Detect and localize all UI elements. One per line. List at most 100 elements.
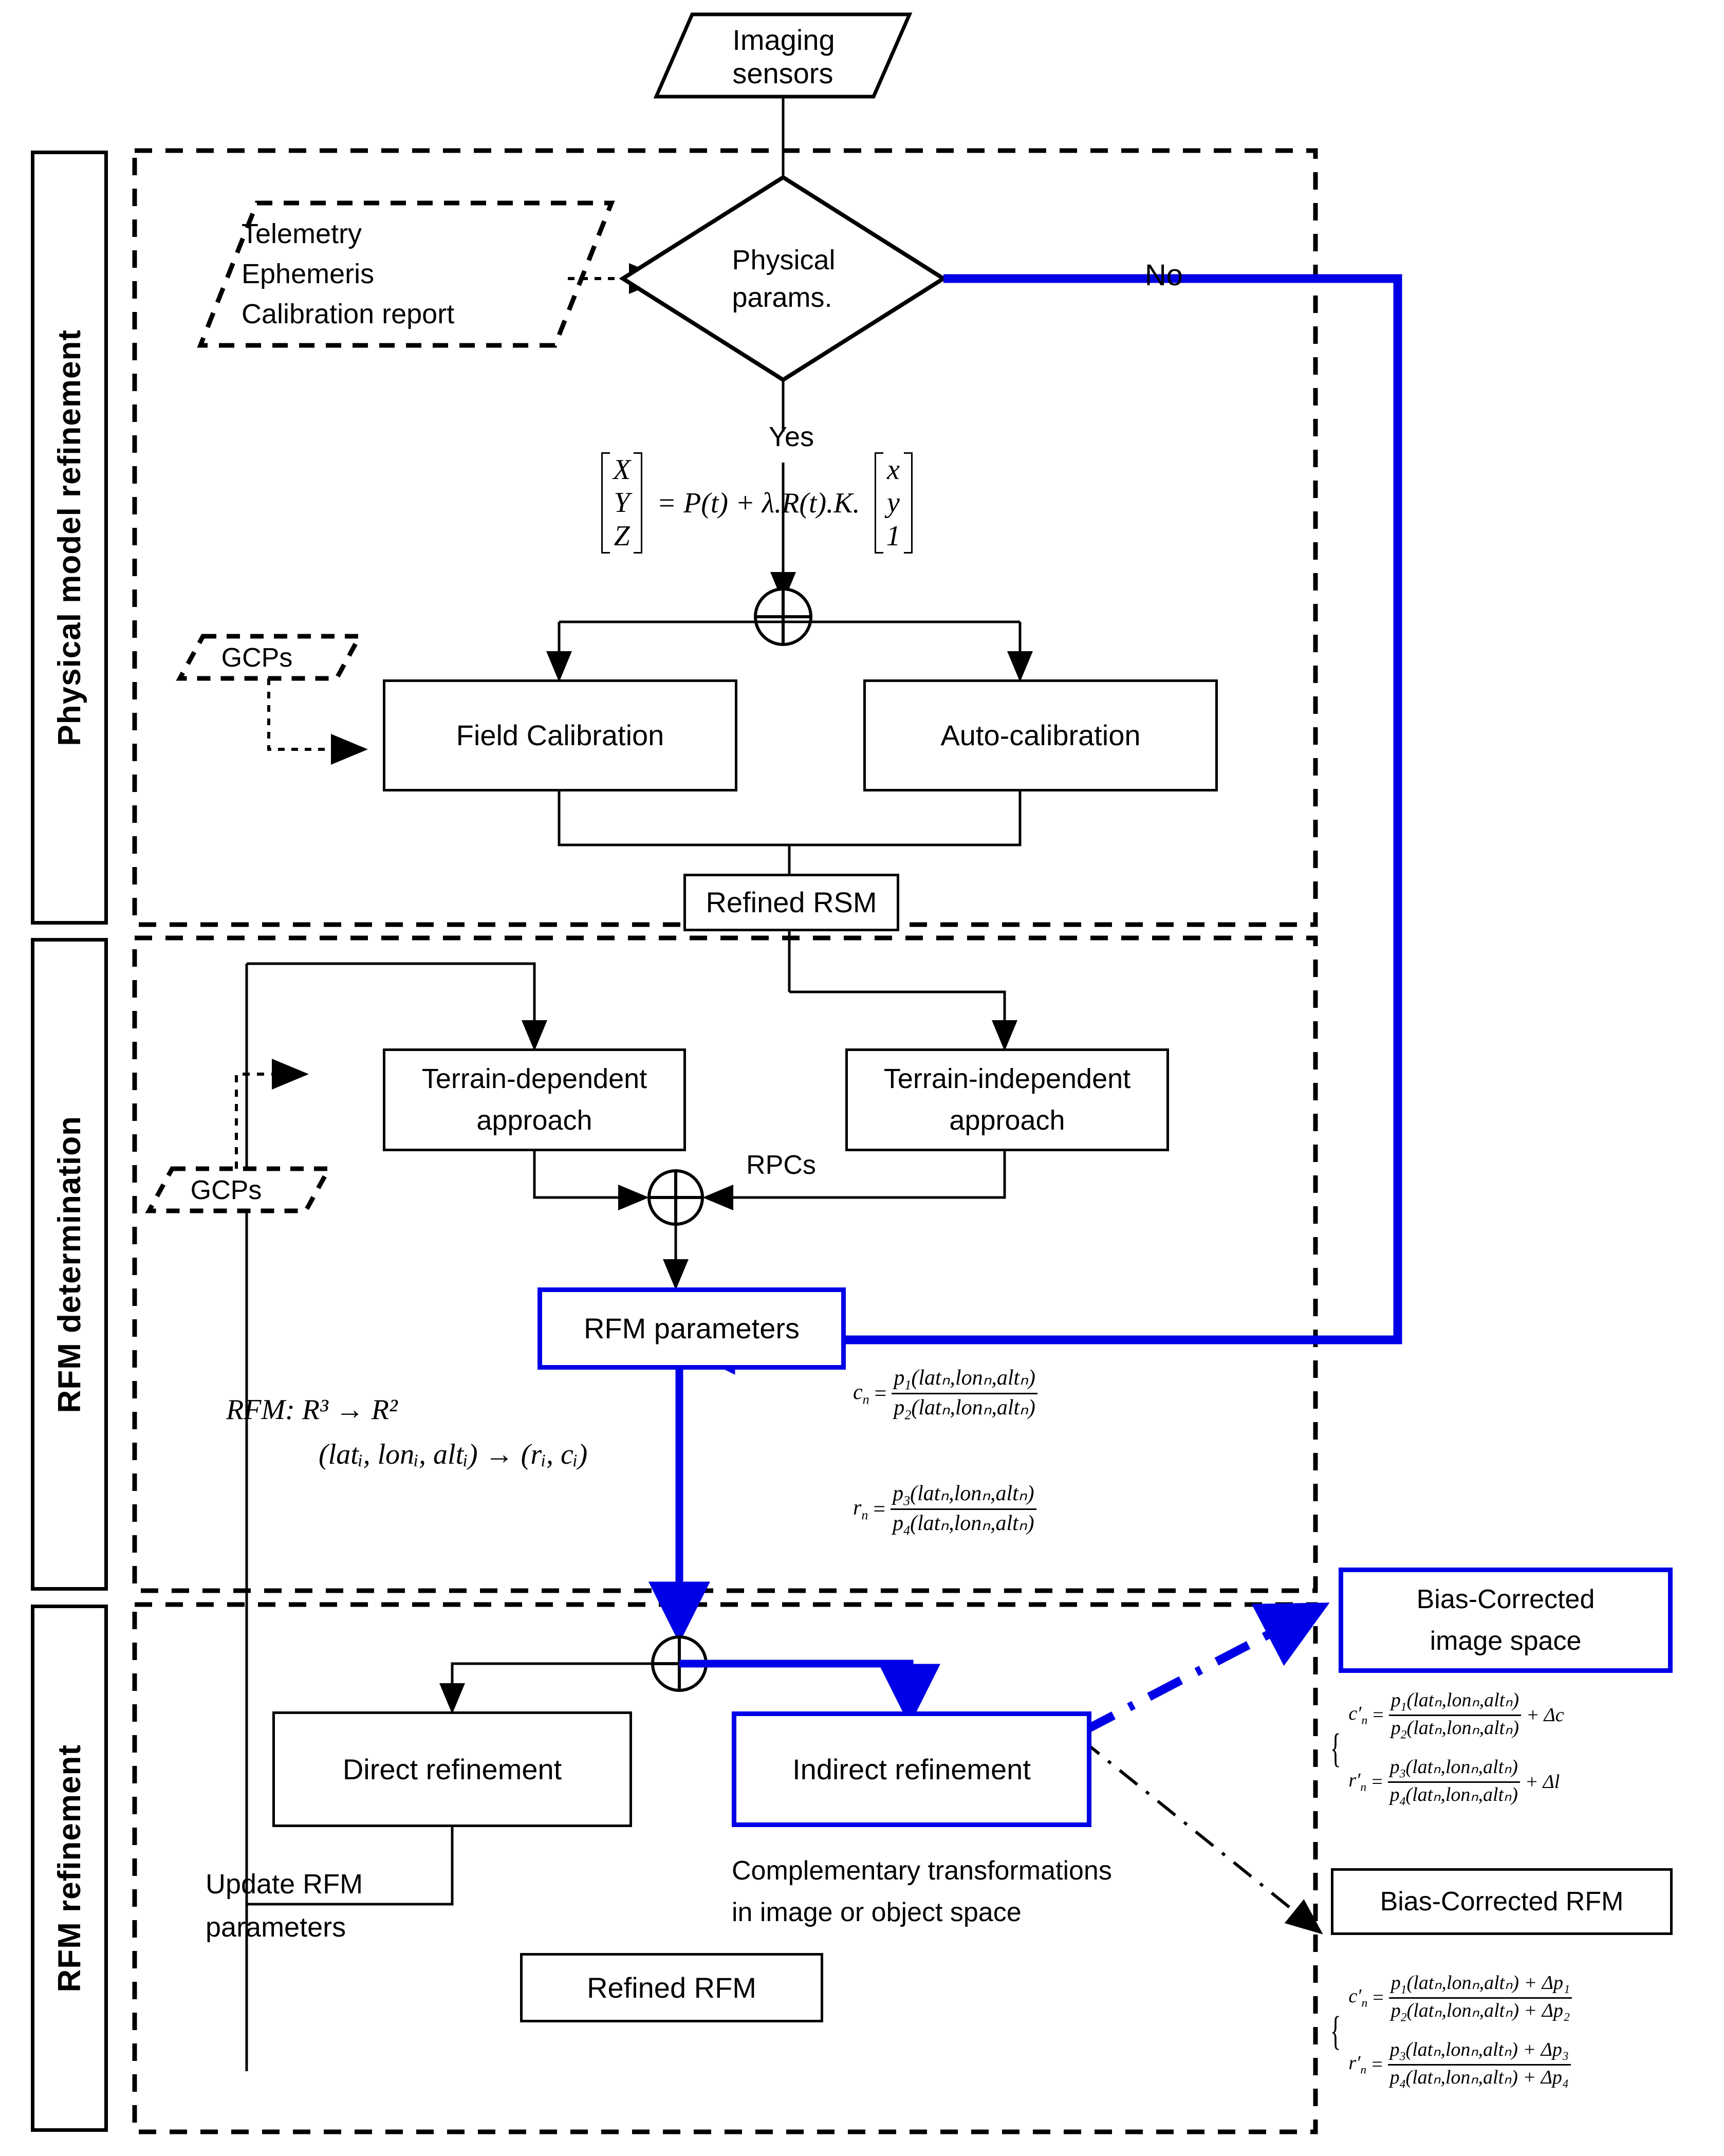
bcr-cn-den-args: (latₙ,lonₙ,altₙ) — [1406, 1999, 1519, 2021]
equation-cn: cn = p1(latₙ,lonₙ,altₙ) p2(latₙ,lonₙ,alt… — [853, 1365, 1037, 1423]
bcis-cn-num-args: (latₙ,lonₙ,altₙ) — [1406, 1689, 1519, 1711]
equation-system-bias-rfm: { c′n = p1(latₙ,lonₙ,altₙ) + Δp₁ p2(latₙ… — [1326, 1971, 1572, 2091]
bcr-rn-sub: n — [1360, 2063, 1367, 2077]
section-label-text: RFM refinement — [51, 1744, 87, 1993]
black-dashdot-to-bias-rfm — [1081, 1738, 1323, 1934]
bcr-cn-sub: n — [1361, 1996, 1368, 2010]
section-frame-refinement — [132, 1602, 1318, 2134]
left-brace: { — [1330, 1725, 1341, 1771]
rn-den-idx: 4 — [903, 1523, 911, 1538]
cn-den-idx: 2 — [904, 1407, 912, 1423]
label-complementary-transformations: Complementary transformations in image o… — [732, 1856, 1112, 1927]
cn-den-args: (latₙ,lonₙ,altₙ) — [911, 1396, 1035, 1420]
cn-num-args: (latₙ,lonₙ,altₙ) — [911, 1366, 1035, 1390]
bcis-cn-den-idx: 2 — [1400, 1728, 1407, 1742]
bcr-rn-den-idx: 4 — [1399, 2077, 1406, 2091]
bcis-rn-num-idx: 3 — [1399, 1767, 1406, 1781]
box-direct-refinement[interactable]: Direct refinement — [272, 1711, 632, 1827]
bcr-rn-num-tail: + Δp₃ — [1523, 2039, 1569, 2061]
box-field-calibration[interactable]: Field Calibration — [383, 679, 737, 791]
cn-lhs-sub: n — [862, 1392, 869, 1407]
box-terrain-dependent[interactable]: Terrain-dependent approach — [383, 1048, 686, 1151]
rn-num-p: p — [893, 1482, 904, 1505]
telemetry-shape — [197, 200, 615, 348]
bcr-rn-num-args: (latₙ,lonₙ,altₙ) — [1405, 2039, 1518, 2061]
vec-one: 1 — [886, 520, 901, 552]
gcps-top-shape — [176, 634, 364, 681]
rn-den-p: p — [893, 1512, 904, 1536]
edge-label-yes: Yes — [768, 421, 814, 452]
rfm-mapping-line2: (latᵢ, lonᵢ, altᵢ) → (rᵢ, cᵢ) — [319, 1438, 588, 1470]
bcr-rn-den-args: (latₙ,lonₙ,altₙ) — [1405, 2066, 1518, 2088]
box-refined-rsm[interactable]: Refined RSM — [683, 874, 899, 931]
gcps-mid-shape — [145, 1166, 333, 1213]
bcis-rn-den-args: (latₙ,lonₙ,altₙ) — [1405, 1783, 1518, 1805]
rn-num-idx: 3 — [903, 1493, 911, 1508]
bcr-cn-den-idx: 2 — [1400, 2011, 1407, 2024]
section-label-rfm-refinement: RFM refinement — [31, 1605, 108, 2132]
telemetry-label: Telemetry Ephemeris Calibration report — [242, 218, 455, 330]
vec-x-img: x — [887, 454, 900, 486]
rn-den-args: (latₙ,lonₙ,altₙ) — [910, 1512, 1034, 1536]
bcr-cn-num-tail: + Δp₁ — [1524, 1972, 1570, 1994]
bcis-cn-num-idx: 1 — [1400, 1700, 1407, 1714]
rn-num-args: (latₙ,lonₙ,altₙ) — [910, 1482, 1034, 1505]
section-label-text: RFM determination — [51, 1115, 87, 1413]
bcis-rn-den-idx: 4 — [1399, 1795, 1406, 1809]
rn-lhs-sub: n — [861, 1507, 868, 1523]
bcis-rn-tail: + Δl — [1525, 1771, 1560, 1793]
bcis-cn-den-args: (latₙ,lonₙ,altₙ) — [1406, 1717, 1519, 1739]
label-update-rfm-parameters: Update RFM parameters — [206, 1869, 363, 1943]
cn-num-idx: 1 — [904, 1377, 912, 1393]
rfm-mapping-line1: RFM: R³ → R² — [226, 1394, 398, 1426]
bcis-cn-sub: n — [1361, 1713, 1368, 1727]
equation-system-bias-image-space: { c′n = p1(latₙ,lonₙ,altₙ) p2(latₙ,lonₙ,… — [1330, 1689, 1564, 1809]
bcis-cn-tail: + Δc — [1526, 1704, 1564, 1726]
rn-lhs: r — [853, 1496, 862, 1520]
vec-y-img: y — [887, 487, 900, 519]
box-bias-corrected-image-space[interactable]: Bias-Corrected image space — [1339, 1568, 1673, 1673]
section-label-text: Physical model refinement — [51, 329, 87, 746]
gcps-mid-label: GCPs — [190, 1175, 262, 1205]
section-frame-physical — [132, 148, 1318, 927]
bcr-rn-lhs: r′ — [1348, 2052, 1361, 2074]
vec-x: X — [613, 454, 631, 486]
section-frame-determination — [132, 935, 1318, 1593]
bcis-cn-lhs: c′ — [1348, 1703, 1362, 1725]
bcr-cn-num-idx: 1 — [1400, 1983, 1407, 1997]
rfm-mapping-equation: RFM: R³ → R² (latᵢ, lonᵢ, altᵢ) → (rᵢ, c… — [226, 1388, 587, 1477]
blue-dashdot-to-image-space — [1080, 1602, 1330, 1736]
section-label-physical-model-refinement: Physical model refinement — [31, 151, 108, 925]
box-terrain-independent[interactable]: Terrain-independent approach — [845, 1048, 1169, 1151]
imaging-sensors-label: Imaging sensors — [732, 24, 835, 89]
rhs-vector: x y 1 — [874, 452, 913, 554]
edge-label-no: No — [1144, 258, 1183, 292]
edge-label-rpcs: RPCs — [746, 1150, 816, 1180]
bcis-rn-lhs: r′ — [1348, 1770, 1361, 1792]
box-rfm-parameters[interactable]: RFM parameters — [537, 1287, 846, 1370]
box-auto-calibration[interactable]: Auto-calibration — [863, 679, 1218, 791]
bcr-rn-num-idx: 3 — [1399, 2050, 1406, 2063]
left-brace-2: { — [1330, 2008, 1341, 2054]
decision-label: Physical params. — [732, 244, 836, 313]
bcis-rn-num-args: (latₙ,lonₙ,altₙ) — [1405, 1756, 1518, 1778]
bcr-cn-den-tail: + Δp₂ — [1524, 1999, 1570, 2021]
bcr-rn-den-tail: + Δp₄ — [1523, 2066, 1569, 2088]
section-label-rfm-determination: RFM determination — [31, 938, 108, 1591]
box-bias-corrected-rfm[interactable]: Bias-Corrected RFM — [1331, 1868, 1673, 1935]
bcr-cn-lhs: c′ — [1348, 1985, 1362, 2007]
bcis-rn-sub: n — [1360, 1781, 1367, 1795]
cn-num-p: p — [894, 1366, 905, 1390]
cn-den-p: p — [894, 1396, 905, 1420]
lhs-vector: X Y Z — [601, 452, 643, 554]
cn-lhs: c — [853, 1380, 863, 1405]
blue-feedback-path — [665, 274, 1402, 1375]
collinearity-equation: X Y Z = P(t) + λ.R(t).K. x y 1 — [601, 452, 913, 554]
imaging-sensors-shape — [653, 12, 913, 99]
box-refined-rfm[interactable]: Refined RFM — [520, 1953, 823, 2022]
equation-rn: rn = p3(latₙ,lonₙ,altₙ) p4(latₙ,lonₙ,alt… — [853, 1480, 1036, 1539]
bcr-cn-num-args: (latₙ,lonₙ,altₙ) — [1406, 1972, 1519, 1994]
box-indirect-refinement[interactable]: Indirect refinement — [732, 1711, 1091, 1827]
